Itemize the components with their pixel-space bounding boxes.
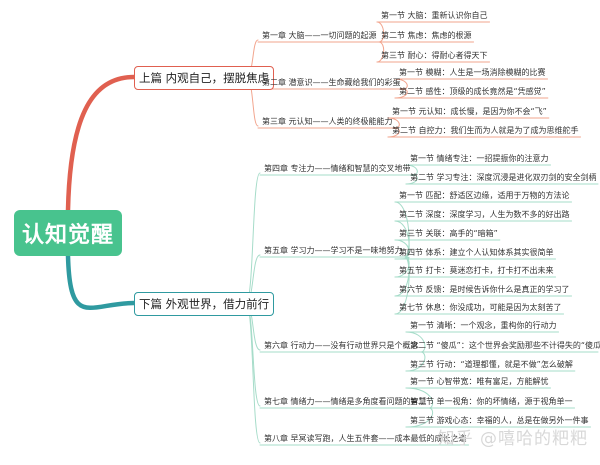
watermark: 知乎 @嘻哈的粑粑 [437, 429, 588, 449]
section-1-1[interactable]: 第一节 大脑：重新认识你自己 [381, 11, 488, 20]
section-2-2[interactable]: 第二节 感性：顶级的成长竟然是“凭感觉” [399, 87, 546, 96]
connector-section-5-2 [394, 220, 410, 258]
connector-section-5-7 [394, 256, 410, 315]
part-upper[interactable]: 上篇 内观自己，摆脱焦虑 [134, 66, 275, 90]
section-5-1[interactable]: 第一节 匹配：舒适区边缘，适用于万物的方法论 [399, 191, 570, 200]
section-7-3[interactable]: 第三节 游戏心态：幸福的人，总是在做另外一件事 [410, 416, 589, 425]
chapter-2[interactable]: 第二章 潜意识——生命藏给我们的彩蛋 [262, 78, 401, 87]
connector-section-1-3 [376, 41, 385, 63]
branch-root-upper [65, 74, 137, 213]
connector-section-7-1 [405, 387, 433, 409]
chapter-8[interactable]: 第八章 早冥读写跑，人生五件套——成本最低的成长之道 [264, 434, 467, 443]
section-5-7[interactable]: 第七节 休息：你没成功，可能是因为太刻苦了 [399, 303, 562, 312]
branch-root-lower [65, 253, 137, 310]
section-6-3[interactable]: 第三节 行动：“道理都懂，就是不做”怎么破解 [410, 360, 573, 369]
part-upper-label: 上篇 内观自己，摆脱焦虑 [139, 71, 270, 85]
connector-section-6-1 [405, 331, 426, 353]
section-1-2[interactable]: 第二节 焦虑：焦虑的根源 [381, 31, 472, 40]
chapter-5[interactable]: 第五章 学习力——学习不是一味地努力 [264, 246, 403, 255]
section-7-2[interactable]: 第二节 单一视角：你的坏情绪，源于视角单一 [410, 397, 573, 406]
chapter-1[interactable]: 第一章 大脑——一切问题的起源 [262, 31, 377, 40]
chapter-4[interactable]: 第四章 专注力——情绪和智慧的交叉地带 [264, 164, 411, 173]
section-4-2[interactable]: 第二节 学习专注：深度沉浸是进化双刃剑的安全剑柄 [410, 173, 597, 182]
connector-section-7-3 [405, 407, 433, 428]
connector-section-6-3 [405, 351, 426, 372]
section-4-1[interactable]: 第一节 情绪专注：一招提振你的注意力 [410, 154, 549, 163]
section-6-1[interactable]: 第一节 清晰：一个观念，重构你的行动力 [410, 321, 557, 330]
part-lower-label: 下篇 外观世界，借力前行 [139, 297, 270, 311]
connector-section-1-1 [376, 21, 385, 43]
chapter-6[interactable]: 第六章 行动力——没有行动世界只是个概念 [264, 341, 419, 350]
chapter-7[interactable]: 第七章 情绪力——情绪是多角度看问题的智慧 [264, 397, 427, 406]
section-2-1[interactable]: 第一节 模糊：人生是一场消除模糊的比赛 [399, 68, 546, 77]
section-7-1[interactable]: 第一节 心智带宽：唯有富足，方能解忧 [410, 377, 549, 386]
section-1-3[interactable]: 第三节 耐心：得耐心者得天下 [381, 51, 488, 60]
section-5-6[interactable]: 第六节 反馈：是时候告诉你什么是真正的学习了 [399, 285, 570, 294]
section-6-2[interactable]: 第二节 “傻瓜”：这个世界会奖励那些不计得失的“傻瓜” [410, 341, 600, 350]
part-lower[interactable]: 下篇 外观世界，借力前行 [134, 292, 275, 316]
connector-section-5-1 [394, 201, 410, 258]
connector-chapter-4 [245, 172, 261, 304]
section-3-1[interactable]: 第一节 元认知：成长慢，是因为你不会“飞” [392, 107, 547, 116]
section-5-3[interactable]: 第三节 关联：高手的“暗箱” [399, 229, 498, 238]
connector-chapter-7 [245, 302, 261, 407]
section-5-2[interactable]: 第二节 深度：深度学习，人生为数不多的好出路 [399, 210, 570, 219]
root-node[interactable]: 认知觉醒 [14, 210, 122, 256]
chapter-3[interactable]: 第三章 元认知——人类的终极能能力 [262, 117, 393, 126]
section-5-5[interactable]: 第五节 打卡：莫迷恋打卡，打卡打不出未来 [399, 266, 554, 275]
section-5-4[interactable]: 第四节 体系：建立个人认知体系其实很简单 [399, 248, 554, 257]
section-3-2[interactable]: 第二节 自控力：我们生而为人就是为了成为思维舵手 [392, 126, 579, 135]
